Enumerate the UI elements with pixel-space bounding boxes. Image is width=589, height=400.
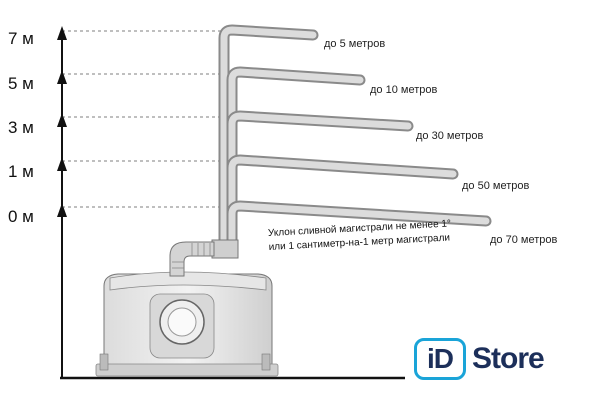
discharge-pipes: до 5 метров до 10 метров до 30 метров до 50… — [211, 24, 557, 259]
idstore-wordmark: Store — [472, 342, 545, 375]
height-axis — [57, 26, 405, 380]
level-label-3: 3 м — [8, 118, 34, 137]
level-label-5: 5 м — [8, 74, 34, 93]
elbow-ribs — [172, 243, 211, 269]
idstore-badge: iD — [414, 338, 466, 380]
pipe-run-fill-1 — [220, 26, 317, 256]
idstore-logo: iD Store — [414, 338, 545, 380]
arrow-icon — [57, 203, 67, 217]
pump-lid — [109, 271, 267, 291]
level-label-1: 1 м — [8, 162, 34, 181]
level-labels: 7 м 5 м 3 м 1 м 0 м — [8, 29, 34, 226]
pipe-joint — [211, 239, 239, 259]
arrow-icon — [57, 113, 67, 127]
pump-inlet-inner — [167, 307, 197, 337]
macerator-pump — [95, 241, 279, 377]
arrow-icon — [57, 157, 67, 171]
arrow-icon — [57, 70, 67, 84]
level-label-0: 0 м — [8, 207, 34, 226]
pipe-label-2: до 10 метров — [370, 84, 437, 96]
pipe-run-fill-2 — [228, 68, 364, 256]
pipe-label-1: до 5 метров — [324, 38, 385, 50]
pipe-label-5: до 70 метров — [490, 234, 557, 246]
level-guides — [62, 30, 230, 208]
arrow-icon — [57, 26, 67, 40]
pipe-label-4: до 50 метров — [462, 180, 529, 192]
pump-foot-left — [99, 353, 109, 371]
pipe-label-3: до 30 метров — [416, 130, 483, 142]
pump-foot-right — [261, 353, 271, 371]
outlet-elbow — [169, 241, 215, 277]
pipe-run-fill-3 — [228, 112, 412, 256]
pipe-run-fill-4 — [228, 156, 457, 256]
pipe-run-fill-5 — [228, 202, 490, 256]
pump-base — [95, 363, 279, 377]
level-label-7: 7 м — [8, 29, 34, 48]
slope-note: Уклон сливной магистрали не менее 1° или… — [268, 218, 452, 253]
